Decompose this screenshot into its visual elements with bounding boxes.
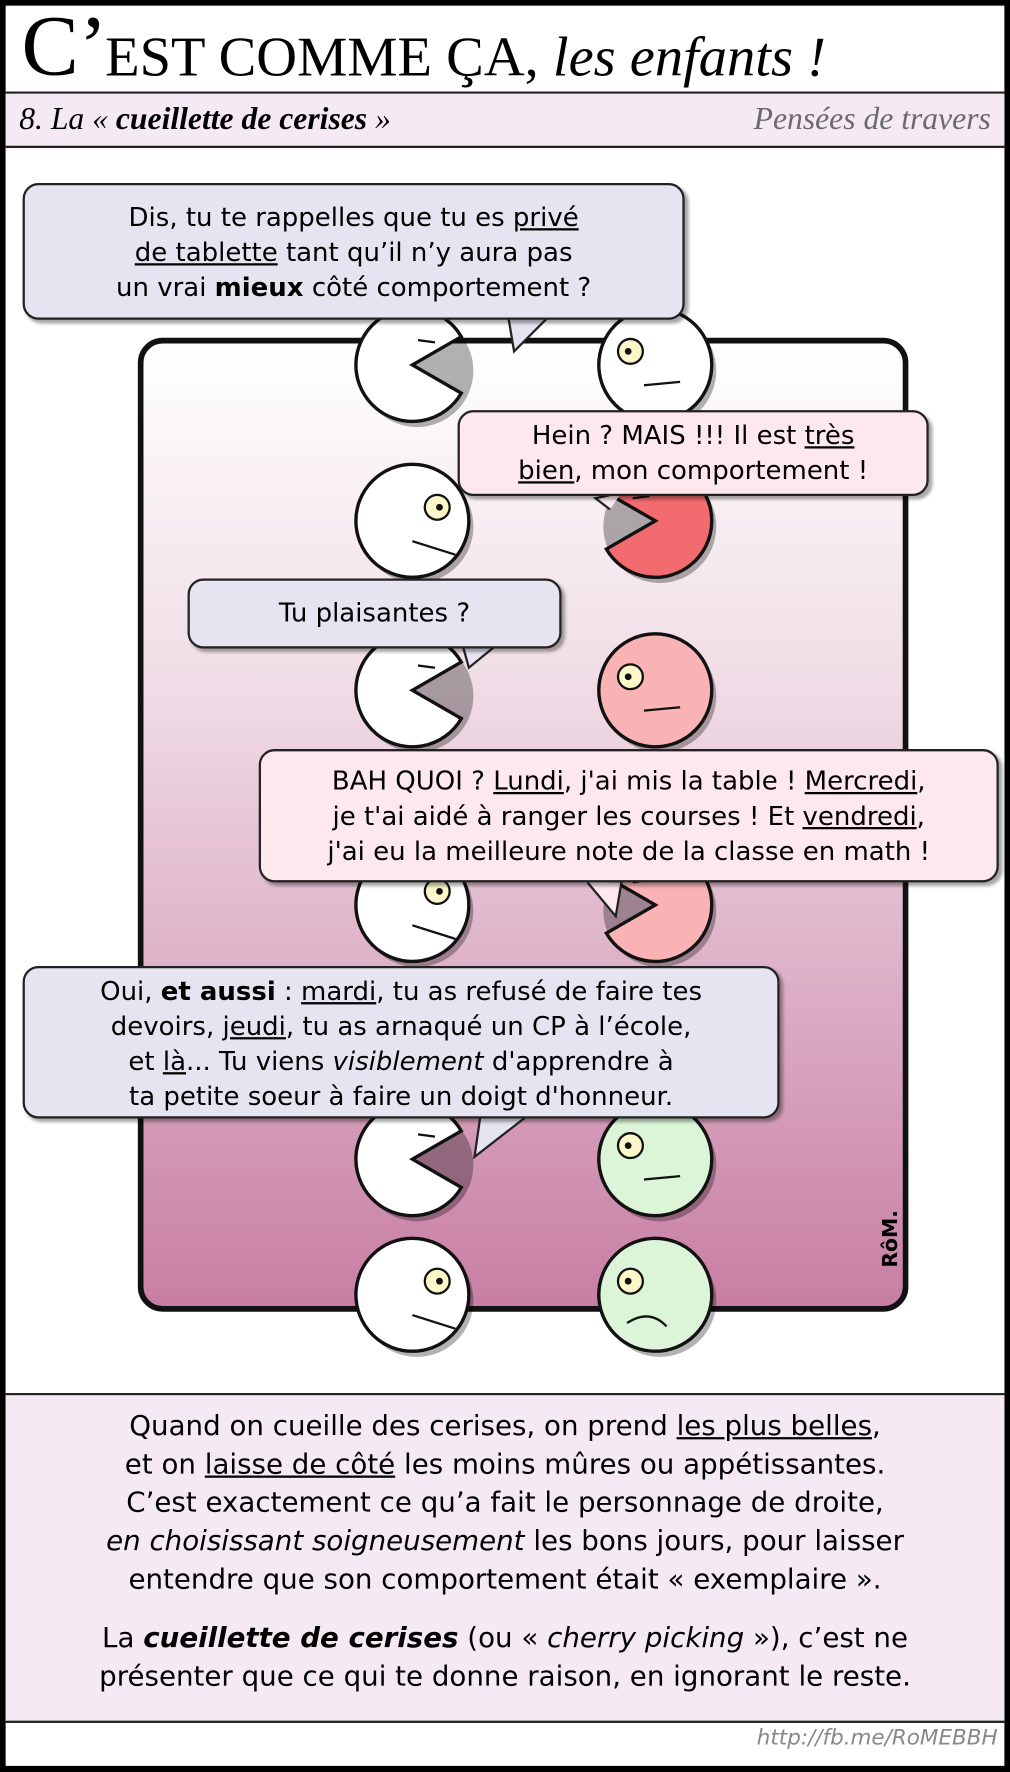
caption-paragraph-2: La cueillette de cerises (ou « cherry pi…: [99, 1621, 911, 1693]
character-left-pacman: [354, 1101, 474, 1222]
artist-signature: RôM.: [878, 1210, 903, 1268]
caption-paragraph-1: Quand on cueille des cerises, on prend l…: [106, 1408, 904, 1596]
character-right-face: [597, 632, 717, 753]
mouth: [643, 380, 681, 387]
series-name: Pensées de travers: [753, 101, 991, 137]
character-right-face: [597, 1100, 717, 1222]
episode-title: 8. La « cueillette de cerises »: [19, 101, 391, 137]
comic-page: C’ EST COMME ÇA, les enfants ! 8. La « c…: [5, 0, 1005, 1766]
bubble-tail: [507, 316, 549, 354]
round-head: [597, 306, 714, 424]
bubble-tail: [473, 1116, 527, 1160]
caption-box: Quand on cueille des cerises, on prend l…: [5, 1395, 1005, 1723]
closed-eye: [417, 1133, 436, 1138]
source-link[interactable]: http://fb.me/RoMEBBH: [756, 1725, 998, 1751]
closed-eye: [417, 664, 436, 669]
title-text: EST COMME ÇA, les enfants !: [105, 24, 826, 89]
character-left-pacman: [354, 632, 474, 753]
round-head: [597, 1236, 714, 1353]
mouth: [643, 1174, 681, 1181]
bubble-tail: [586, 881, 623, 919]
closed-eye: [417, 338, 436, 344]
speech-bubble-parent-3: Oui, et aussi : mardi, tu as refusé de f…: [22, 965, 780, 1119]
round-head: [354, 1236, 471, 1353]
round-head: [597, 632, 714, 749]
character-left-pacman: [354, 306, 474, 428]
subtitle-bar: 8. La « cueillette de cerises » Pensées …: [5, 93, 1005, 149]
mouth: [412, 924, 456, 940]
characters: [354, 306, 717, 1357]
bubble-tail: [462, 646, 495, 670]
closed-eye: [632, 494, 650, 500]
frown-mouth: [626, 1315, 668, 1328]
comic-panel: RôM. Dis, tu te rappelles que tu es priv…: [5, 148, 1005, 1396]
speech-bubble-child-2: BAH QUOI ? Lundi, j'ai mis la table ! Me…: [258, 749, 999, 883]
round-head: [597, 1100, 714, 1218]
character-left-face: [354, 1236, 474, 1357]
title-initial: C’: [21, 0, 108, 94]
mouth: [643, 706, 681, 712]
round-head: [354, 462, 471, 580]
mouth: [412, 540, 456, 556]
speech-bubble-parent-2: Tu plaisantes ?: [187, 578, 562, 649]
mouth: [412, 1314, 456, 1330]
character-left-face: [354, 462, 474, 583]
comic-title: C’ EST COMME ÇA, les enfants !: [5, 0, 1005, 94]
character-right-frown: [597, 1236, 717, 1357]
